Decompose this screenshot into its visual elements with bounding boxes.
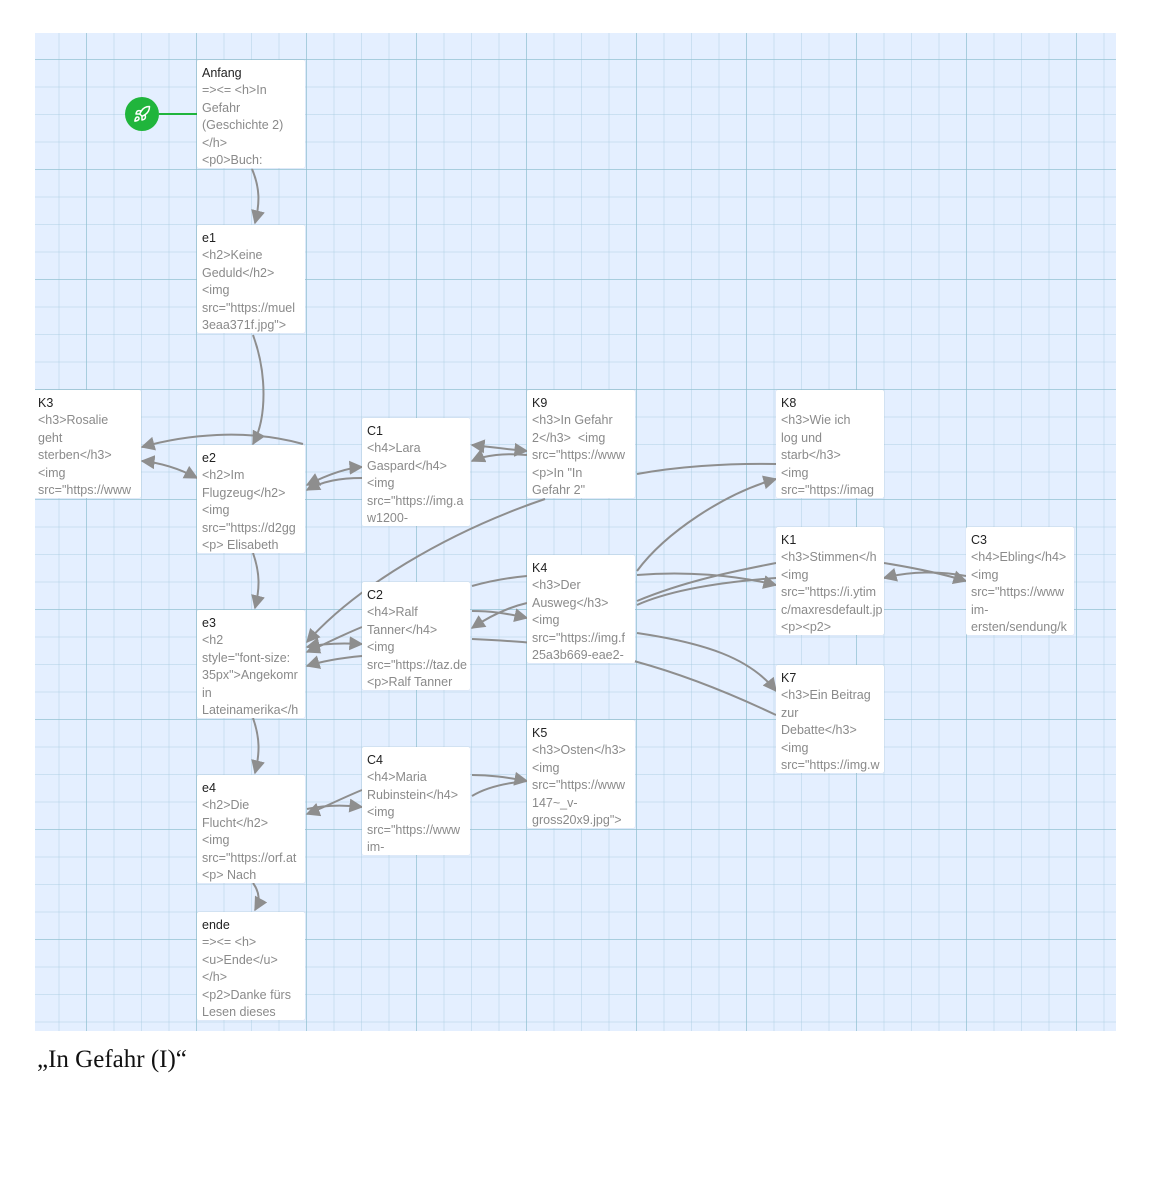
link-e4-c4 xyxy=(306,798,364,813)
link-c3-k1 xyxy=(882,567,967,582)
passage-card-k1[interactable]: K1 <h3>Stimmen</h <img src="https://i.yt… xyxy=(776,527,884,635)
passage-title: K7 xyxy=(781,671,797,685)
passage-title: K4 xyxy=(532,561,548,575)
link-e2-e3 xyxy=(251,552,265,610)
passage-title: K1 xyxy=(781,533,797,547)
passage-card-c3[interactable]: C3 <h4>Ebling</h4> <img src="https://www… xyxy=(966,527,1074,635)
passage-card-e1[interactable]: e1 <h2>Keine Geduld</h2> <img src="https… xyxy=(197,225,305,333)
passage-title: K3 xyxy=(38,396,54,410)
passage-title: e4 xyxy=(202,781,216,795)
link-e1-e2 xyxy=(252,334,266,446)
passage-card-c4[interactable]: C4 <h4>Maria Rubinstein</h4> <img src="h… xyxy=(362,747,470,855)
link-k4-c2 xyxy=(470,602,528,629)
link-k3-e2 xyxy=(140,455,199,479)
passage-excerpt: <h2>Keine Geduld</h2> <img src="https://… xyxy=(202,248,296,332)
passage-excerpt: <h3>Rosalie geht sterben</h3> <img src="… xyxy=(38,413,131,497)
link-c2-e3 xyxy=(305,626,363,654)
passage-excerpt: <h2 style="font-size: 35px">Angekomr in … xyxy=(202,633,299,717)
passage-card-k7[interactable]: K7 <h3>Ein Beitrag zur Debatte</h3> <img… xyxy=(776,665,884,773)
link-c1-k9 xyxy=(470,439,529,457)
passage-title: C4 xyxy=(367,753,383,767)
passage-title: Anfang xyxy=(202,66,242,80)
link-k9-c1 xyxy=(470,449,528,463)
passage-card-k8[interactable]: K8 <h3>Wie ich log und starb</h3> <img s… xyxy=(776,390,884,498)
link-c4-e4 xyxy=(305,789,363,817)
passage-title: ende xyxy=(202,918,230,932)
link-e3-e4 xyxy=(251,717,265,775)
passage-title: C2 xyxy=(367,588,383,602)
passage-excerpt: <h3>In Gefahr 2</h3> <img src="https://w… xyxy=(532,413,625,497)
link-k4-k1 xyxy=(636,572,778,589)
passage-excerpt: <h2>Die Flucht</h2> <img src="https://or… xyxy=(202,798,297,882)
passage-excerpt: <h3>Der Ausweg</h3> <img src="https://im… xyxy=(532,578,626,662)
link-k4-k8 xyxy=(636,475,778,572)
passage-card-anfang[interactable]: Anfang =><= <h>In Gefahr (Geschichte 2) … xyxy=(197,60,305,168)
passage-excerpt: <h2>Im Flugzeug</h2> <img src="https://d… xyxy=(202,468,296,552)
passage-excerpt: =><= <h> <u>Ende</u> </h> <p2>Danke fürs… xyxy=(202,935,291,1019)
link-k4-k7 xyxy=(636,632,777,693)
passage-card-k4[interactable]: K4 <h3>Der Ausweg</h3> <img src="https:/… xyxy=(527,555,635,663)
passage-excerpt: <h4>Lara Gaspard</h4> <img src="https://… xyxy=(367,441,464,525)
passage-excerpt: <h3>Ein Beitrag zur Debatte</h3> <img sr… xyxy=(781,688,880,772)
passage-title: e3 xyxy=(202,616,216,630)
link-c2-k4b xyxy=(471,608,529,623)
passage-excerpt: <h3>Wie ich log und starb</h3> <img src=… xyxy=(781,413,875,497)
passage-card-c2[interactable]: C2 <h4>Ralf Tanner</h4> <img src="https:… xyxy=(362,582,470,690)
passage-title: e2 xyxy=(202,451,216,465)
passage-title: C1 xyxy=(367,424,383,438)
passage-title: K8 xyxy=(781,396,797,410)
passage-excerpt: =><= <h>In Gefahr (Geschichte 2) </h> <p… xyxy=(202,83,284,167)
passage-title: K5 xyxy=(532,726,548,740)
link-k1-c3 xyxy=(883,562,968,584)
link-anfang-e1 xyxy=(251,168,265,225)
passage-excerpt: <h3>Stimmen</h <img src="https://i.ytim … xyxy=(781,550,883,634)
link-c1-e2 xyxy=(305,477,363,491)
passage-card-ende[interactable]: ende =><= <h> <u>Ende</u> </h> <p2>Danke… xyxy=(197,912,305,1020)
passage-card-k5[interactable]: K5 <h3>Osten</h3> <img src="https://www … xyxy=(527,720,635,828)
figure-caption: „In Gefahr (I)“ xyxy=(37,1046,187,1073)
passage-excerpt: <h4>Ralf Tanner</h4> <img src="https://t… xyxy=(367,605,467,689)
passage-card-e2[interactable]: e2 <h2>Im Flugzeug</h2> <img src="https:… xyxy=(197,445,305,553)
link-c2-e3b xyxy=(305,655,363,669)
link-k8-k9 xyxy=(636,462,777,475)
passage-card-e4[interactable]: e4 <h2>Die Flucht</h2> <img src="https:/… xyxy=(197,775,305,883)
link-e3-c2 xyxy=(305,636,364,652)
passage-excerpt: <h4>Maria Rubinstein</h4> <img src="http… xyxy=(367,770,460,854)
passage-title: K9 xyxy=(532,396,548,410)
rocket-icon[interactable] xyxy=(125,97,159,131)
passage-title: C3 xyxy=(971,533,987,547)
passage-excerpt: <h4>Ebling</h4> <img src="https://www im… xyxy=(971,550,1067,634)
link-k4-k1c xyxy=(636,577,777,606)
link-e2-c1 xyxy=(305,460,364,486)
passage-excerpt: <h3>Osten</h3> <img src="https://www 147… xyxy=(532,743,626,827)
passage-card-k3[interactable]: K3 <h3>Rosalie geht sterben</h3> <img sr… xyxy=(35,390,141,498)
link-k4-k1b xyxy=(636,562,777,602)
start-connector xyxy=(159,113,197,115)
story-map-canvas[interactable]: Anfang =><= <h>In Gefahr (Geschichte 2) … xyxy=(35,33,1116,1031)
link-k5-c4 xyxy=(471,780,528,797)
passage-card-e3[interactable]: e3 <h2 style="font-size: 35px">Angekomr … xyxy=(197,610,305,718)
passage-title: e1 xyxy=(202,231,216,245)
passage-card-k9[interactable]: K9 <h3>In Gefahr 2</h3> <img src="https:… xyxy=(527,390,635,498)
link-c2-k4 xyxy=(471,575,528,587)
passage-card-c1[interactable]: C1 <h4>Lara Gaspard</h4> <img src="https… xyxy=(362,418,470,526)
link-c4-k5 xyxy=(471,771,529,786)
link-e4-ende xyxy=(252,882,268,912)
